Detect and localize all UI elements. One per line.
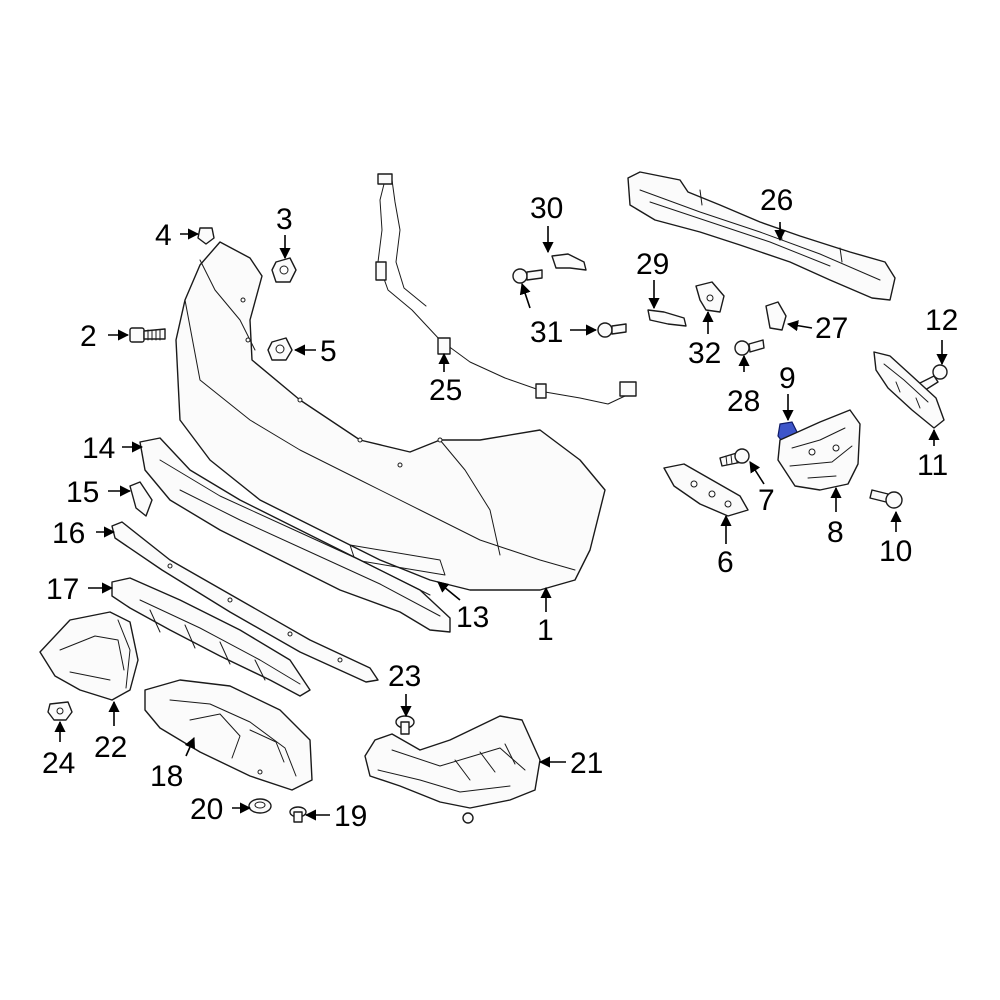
callout-6: 6 — [717, 546, 734, 579]
callout-27: 27 — [815, 312, 848, 345]
callout-26: 26 — [760, 184, 793, 217]
callout-1: 1 — [537, 614, 554, 647]
part-13-14-lower-valance[interactable] — [139, 437, 451, 633]
part-15-clip[interactable] — [129, 481, 153, 517]
callout-15: 15 — [66, 476, 99, 509]
callout-23: 23 — [388, 660, 421, 693]
callout-31: 31 — [530, 316, 563, 349]
part-18-under-shield[interactable] — [144, 679, 313, 791]
part-17-diffuser[interactable] — [111, 577, 311, 697]
callout-3: 3 — [276, 203, 293, 236]
callout-8: 8 — [827, 516, 844, 549]
callout-24: 24 — [42, 747, 75, 780]
callout-20: 20 — [190, 793, 223, 826]
part-25-wiring-harness[interactable] — [375, 173, 637, 405]
callout-labels: 1 2 3 4 5 6 7 8 9 10 11 12 13 14 15 16 1… — [42, 184, 958, 833]
part-2-bolt[interactable] — [129, 327, 166, 343]
part-30-bracket[interactable] — [551, 253, 587, 271]
callout-17: 17 — [46, 573, 79, 606]
callout-21: 21 — [570, 747, 603, 780]
callout-5: 5 — [320, 335, 337, 368]
callout-25: 25 — [429, 374, 462, 407]
part-8-bracket[interactable] — [777, 409, 861, 491]
part-20-grommet[interactable] — [248, 798, 272, 814]
part-6-bracket[interactable] — [663, 463, 749, 517]
callout-22: 22 — [94, 731, 127, 764]
part-27-clip[interactable] — [765, 301, 787, 331]
part-23-push-pin[interactable] — [395, 715, 415, 735]
callout-29: 29 — [636, 248, 669, 281]
callout-14: 14 — [82, 432, 115, 465]
callout-4: 4 — [155, 219, 172, 252]
part-29-bracket[interactable] — [647, 309, 687, 327]
part-10-bolt[interactable] — [869, 489, 903, 509]
part-32-bracket[interactable] — [695, 281, 725, 313]
callout-10: 10 — [879, 535, 912, 568]
callout-2: 2 — [80, 320, 97, 353]
callout-16: 16 — [52, 517, 85, 550]
part-1-bumper-cover[interactable] — [175, 241, 606, 591]
part-11-side-bracket[interactable] — [873, 351, 945, 429]
part-3-nut[interactable] — [271, 257, 297, 283]
callout-12: 12 — [925, 304, 958, 337]
part-31-screw-lower[interactable] — [597, 322, 627, 338]
part-22-splash-shield[interactable] — [39, 611, 139, 701]
part-21-side-shield[interactable] — [364, 715, 541, 824]
leader-lines — [54, 222, 948, 821]
callout-13: 13 — [456, 601, 489, 634]
part-19-push-pin[interactable] — [289, 806, 307, 823]
part-24-nut[interactable] — [47, 701, 73, 721]
callout-7: 7 — [758, 484, 775, 517]
part-28-screw[interactable] — [734, 339, 765, 356]
callout-18: 18 — [150, 760, 183, 793]
part-31-screw-upper[interactable] — [512, 268, 543, 284]
callout-32: 32 — [688, 337, 721, 370]
part-16-trim-strip[interactable] — [111, 521, 379, 683]
part-7-bolt[interactable] — [719, 448, 750, 467]
callout-19: 19 — [334, 800, 367, 833]
part-4-clip[interactable] — [197, 227, 215, 245]
callout-9: 9 — [779, 362, 796, 395]
part-5-nut[interactable] — [267, 337, 293, 361]
callout-28: 28 — [727, 385, 760, 418]
callout-30: 30 — [530, 192, 563, 225]
callout-11: 11 — [917, 449, 948, 482]
